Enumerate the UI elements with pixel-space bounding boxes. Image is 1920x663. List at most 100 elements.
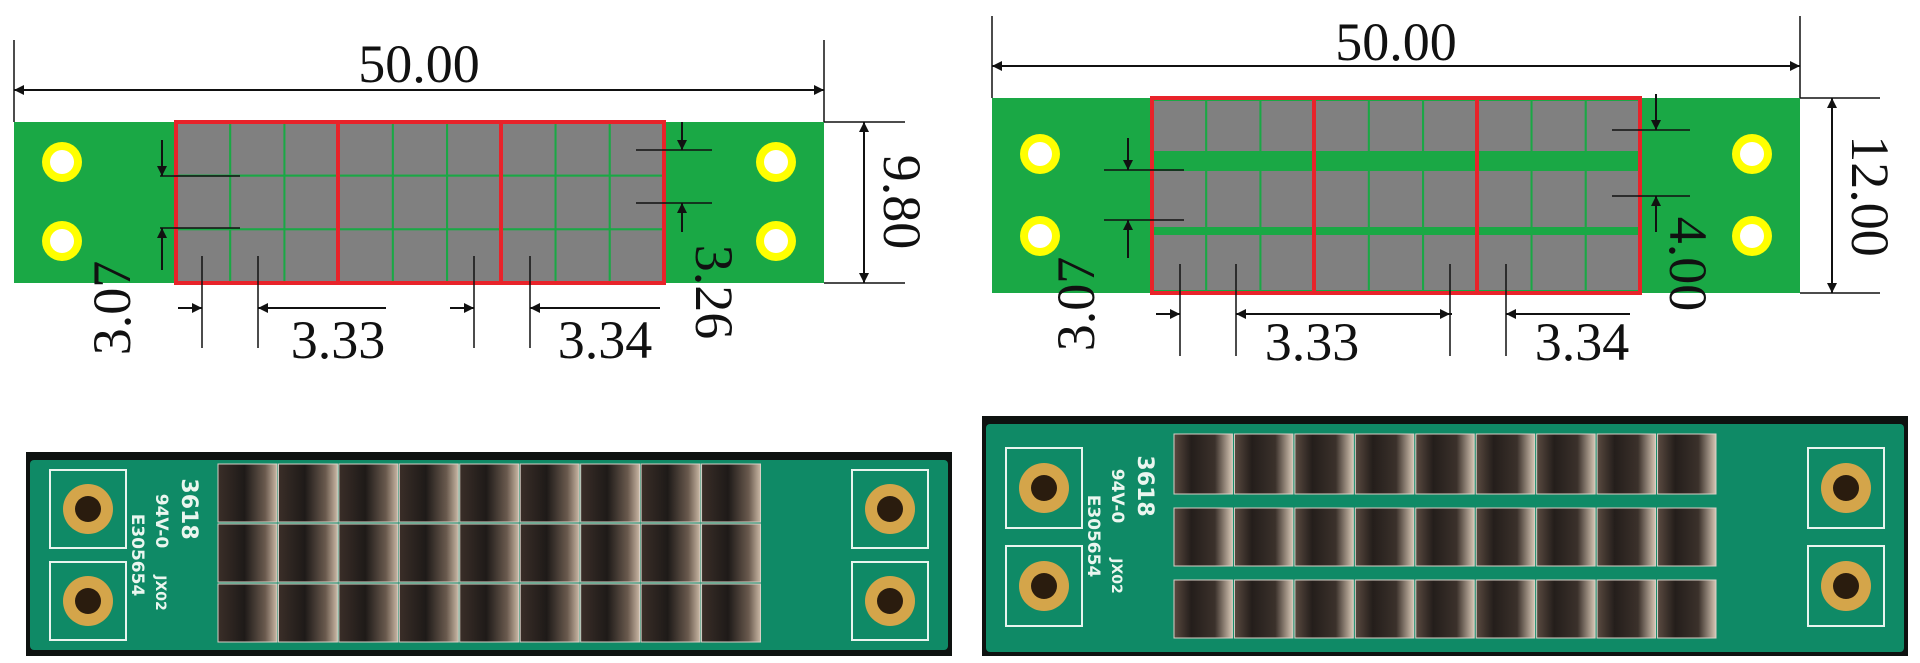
cell (1313, 99, 1370, 153)
silk-code: E305654 (127, 514, 147, 597)
dim-edge-label: 3.07 (82, 261, 142, 356)
photo-left: E305654 94V-0 JX02 3618 (26, 452, 952, 656)
cell (1205, 169, 1262, 229)
metal-cell (1415, 507, 1475, 567)
metal-cell (1294, 579, 1354, 639)
photo-pads (49, 469, 929, 641)
metal-cell (519, 463, 580, 523)
silk-code: E305654 (1083, 495, 1103, 578)
photo-pads (1005, 447, 1885, 627)
cell (1422, 169, 1479, 229)
cell (1530, 233, 1587, 292)
cell (1530, 99, 1587, 153)
metal-cell (1415, 579, 1475, 639)
metal-cell (398, 523, 459, 583)
cell (1422, 99, 1479, 153)
cell (283, 121, 340, 177)
cell (1205, 99, 1262, 153)
metal-cell (1294, 507, 1354, 567)
metal-cell (277, 583, 338, 643)
mounting-pads (1020, 134, 1772, 256)
metal-cell (1596, 579, 1657, 639)
metal-cell (277, 463, 338, 523)
dim-gap-label: 4.00 (1658, 217, 1718, 312)
metal-cell (1536, 433, 1596, 495)
silk-date: 3618 (176, 478, 201, 539)
silkscreen-text: E305654 94V-0 JX02 3618 (1083, 455, 1157, 593)
cell (1151, 233, 1208, 292)
cell (175, 121, 232, 177)
cell (283, 174, 340, 231)
metal-cell (1475, 579, 1536, 639)
metal-cell (1475, 433, 1536, 495)
metal-cell (701, 523, 761, 583)
cell (1367, 99, 1425, 153)
cell (1584, 99, 1642, 153)
metal-cell (1173, 579, 1233, 639)
diagram-left: 50.00 9.80 3.26 3.07 3.33 3.34 (13, 34, 932, 370)
cell (1151, 169, 1208, 229)
cell (229, 174, 286, 231)
metal-cell (1354, 507, 1415, 567)
metal-cell (1657, 433, 1717, 495)
metal-cell (1233, 433, 1294, 495)
metal-cell (459, 523, 520, 583)
cell (446, 174, 503, 231)
silk-date: 3618 (1132, 455, 1157, 516)
cell (229, 121, 286, 177)
metal-cell (1536, 579, 1596, 639)
dim-pitch-a-label: 3.33 (291, 310, 386, 370)
cell (608, 121, 665, 177)
photo-cell-array (1173, 433, 1717, 639)
metal-cell (1354, 579, 1415, 639)
cell (1367, 169, 1425, 229)
metal-cell (459, 463, 520, 523)
cell (500, 174, 557, 231)
cell (337, 174, 394, 231)
cell (1313, 169, 1370, 229)
cell (1584, 169, 1642, 229)
cell (337, 228, 394, 284)
silkscreen-text: E305654 94V-0 JX02 3618 (127, 478, 201, 610)
metal-cell (1475, 507, 1536, 567)
metal-cell (1173, 507, 1233, 567)
metal-cell (1233, 579, 1294, 639)
metal-cell (459, 583, 520, 643)
metal-cell (277, 523, 338, 583)
cell-array (175, 121, 665, 284)
dim-length-label: 50.00 (358, 34, 480, 94)
metal-cell (217, 583, 278, 643)
cell (175, 228, 232, 284)
cell (1530, 169, 1587, 229)
metal-cell (338, 583, 399, 643)
photo-cell-array (217, 463, 761, 643)
cell (391, 121, 449, 177)
metal-cell (1294, 433, 1354, 495)
metal-cell (338, 523, 399, 583)
cell (283, 228, 340, 284)
metal-cell (1354, 433, 1415, 495)
cell (1259, 99, 1316, 153)
dim-length-label: 50.00 (1335, 12, 1457, 72)
metal-cell (217, 523, 278, 583)
photo-right: E305654 94V-0 JX02 3618 (982, 416, 1908, 656)
dim-edge-label: 3.07 (1046, 257, 1106, 352)
metal-cell (1415, 433, 1475, 495)
dim-pitch-b-label: 3.34 (558, 310, 653, 370)
metal-cell (640, 463, 701, 523)
cell (446, 121, 503, 177)
cell (1476, 169, 1533, 229)
dim-gap-label: 3.26 (684, 245, 744, 340)
metal-cell (519, 523, 580, 583)
silk-rating: 94V-0 (1107, 469, 1127, 524)
metal-cell (580, 463, 641, 523)
cell (500, 121, 557, 177)
cell (608, 228, 665, 284)
metal-cell (701, 583, 761, 643)
metal-cell (519, 583, 580, 643)
metal-cell (338, 463, 399, 523)
metal-cell (701, 463, 761, 523)
cell (1476, 99, 1533, 153)
metal-cell (1657, 579, 1717, 639)
